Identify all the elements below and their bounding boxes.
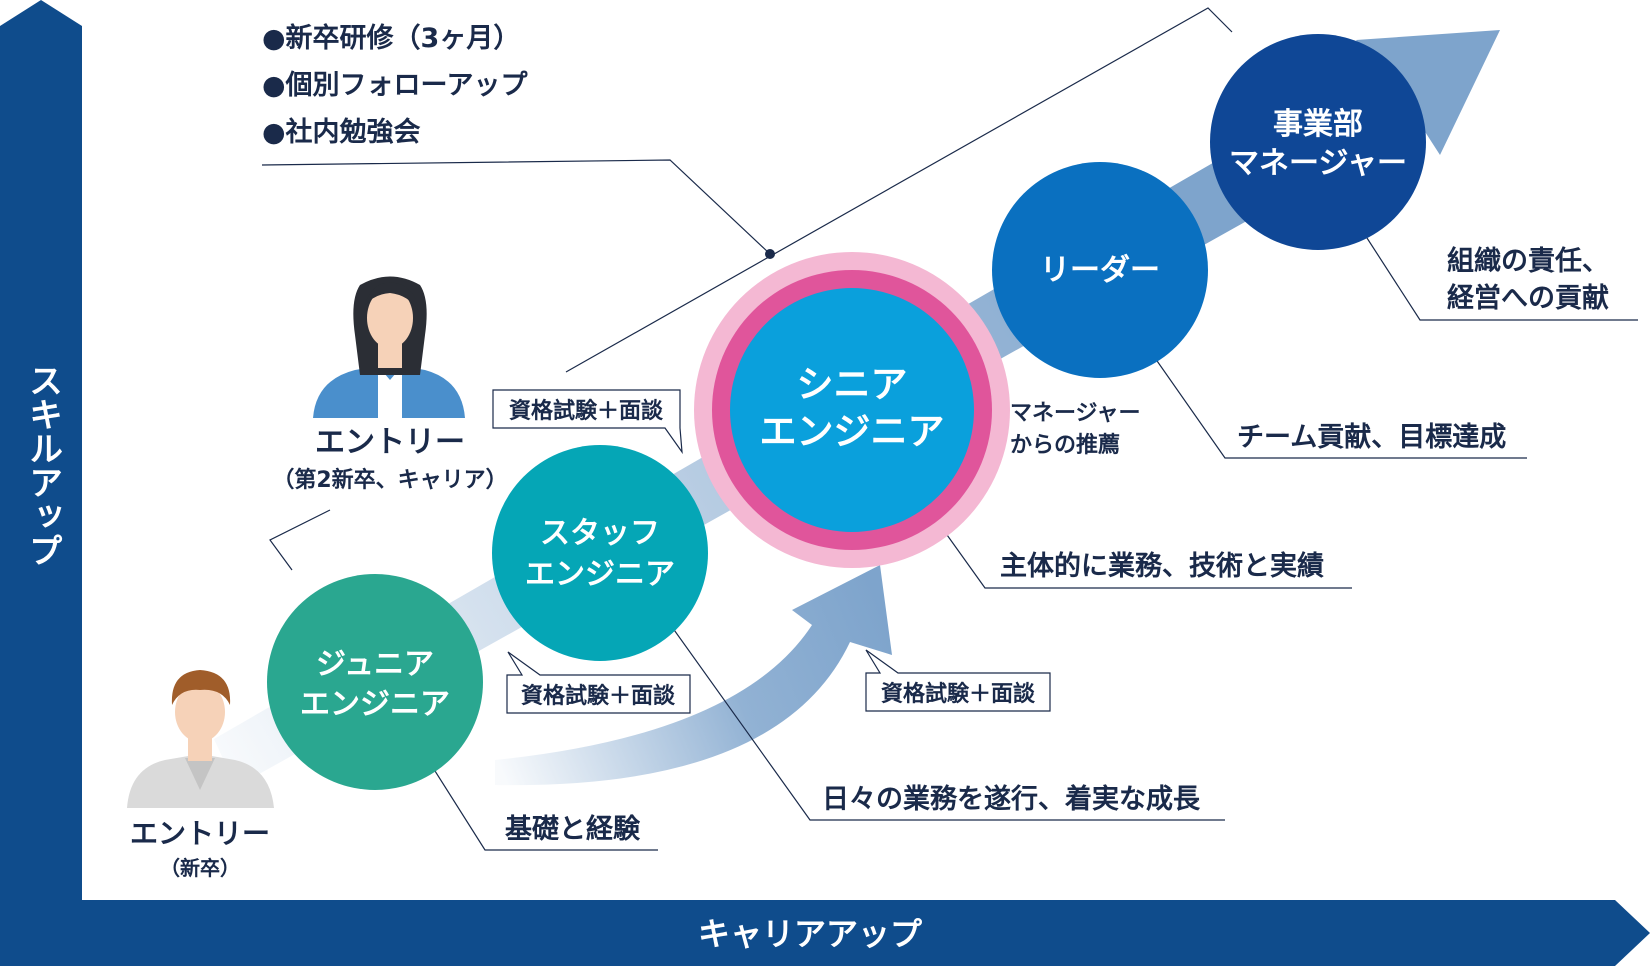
career-entry-bracket (269, 509, 331, 571)
manager-label-line1: 事業部 (1273, 107, 1363, 142)
callout-text-manager-line2: 経営への貢献 (1447, 282, 1609, 314)
staff-label-line2: エンジニア (525, 557, 675, 592)
callout-line-staff (666, 619, 1225, 821)
promotion-tag-junior-to-staff-text: 資格試験＋面談 (521, 683, 676, 709)
manager-recommend-line2: からの推薦 (1010, 433, 1120, 458)
callout-text-junior: 基礎と経験 (505, 813, 641, 845)
callout-text-manager-line1: 組織の責任、 (1447, 245, 1609, 277)
career-entry-title: エントリー (315, 425, 465, 460)
graduate-entry-person-icon (127, 670, 274, 808)
training-item-3: ●社内勉強会 (262, 116, 421, 148)
callout-line-manager (1355, 220, 1638, 321)
training-item-1: ●新卒研修（3ヶ月） (262, 22, 520, 54)
callout-text-staff: 日々の業務を遂行、着実な成長 (822, 783, 1201, 815)
y-axis-arrow (0, 0, 82, 905)
y-axis-label: スキルアップ (23, 363, 63, 567)
junior-label-line1: ジュニア (316, 647, 434, 682)
junior-engineer-circle (267, 574, 483, 790)
leader-circle (992, 162, 1208, 378)
curved-arrow (495, 565, 892, 786)
x-axis-arrow (0, 900, 1650, 966)
manager-recommend-line1: マネージャー (1010, 401, 1140, 426)
training-pointer-dot (765, 249, 775, 259)
training-bracket-top (261, 159, 771, 255)
career-entry-person-icon (313, 276, 465, 418)
promotion-tag-staff-to-senior: 資格試験＋面談 (492, 389, 683, 455)
career-entry-sub: （第2新卒、キャリア） (272, 467, 507, 493)
callout-text-senior: 主体的に業務、技術と実績 (1000, 550, 1324, 582)
promotion-tag-junior-to-senior-text: 資格試験＋面談 (881, 681, 1036, 707)
graduate-entry-sub: （新卒） (160, 856, 240, 880)
callout-line-leader (1147, 347, 1527, 459)
x-axis-label: キャリアアップ (698, 915, 923, 953)
promotion-tag-staff-to-senior-text: 資格試験＋面談 (509, 398, 664, 424)
senior-engineer-circle (730, 288, 974, 532)
promotion-tag-junior-to-senior: 資格試験＋面談 (865, 649, 1051, 712)
manager-circle (1210, 34, 1426, 250)
junior-label-line2: エンジニア (300, 687, 450, 722)
training-item-2: ●個別フォローアップ (262, 70, 528, 101)
training-bracket-diagonal (565, 7, 1233, 373)
callout-text-leader: チーム貢献、目標達成 (1237, 422, 1506, 453)
senior-label-line2: エンジニア (760, 410, 945, 453)
staff-engineer-circle (492, 445, 708, 661)
promotion-tag-junior-to-staff: 資格試験＋面談 (506, 651, 691, 714)
graduate-entry-title: エントリー (130, 817, 270, 850)
callout-line-junior (422, 751, 658, 851)
staff-label-line1: スタッフ (540, 516, 660, 551)
senior-label-line1: シニア (797, 363, 908, 406)
leader-label: リーダー (1040, 253, 1160, 288)
manager-label-line2: マネージャー (1229, 146, 1407, 181)
